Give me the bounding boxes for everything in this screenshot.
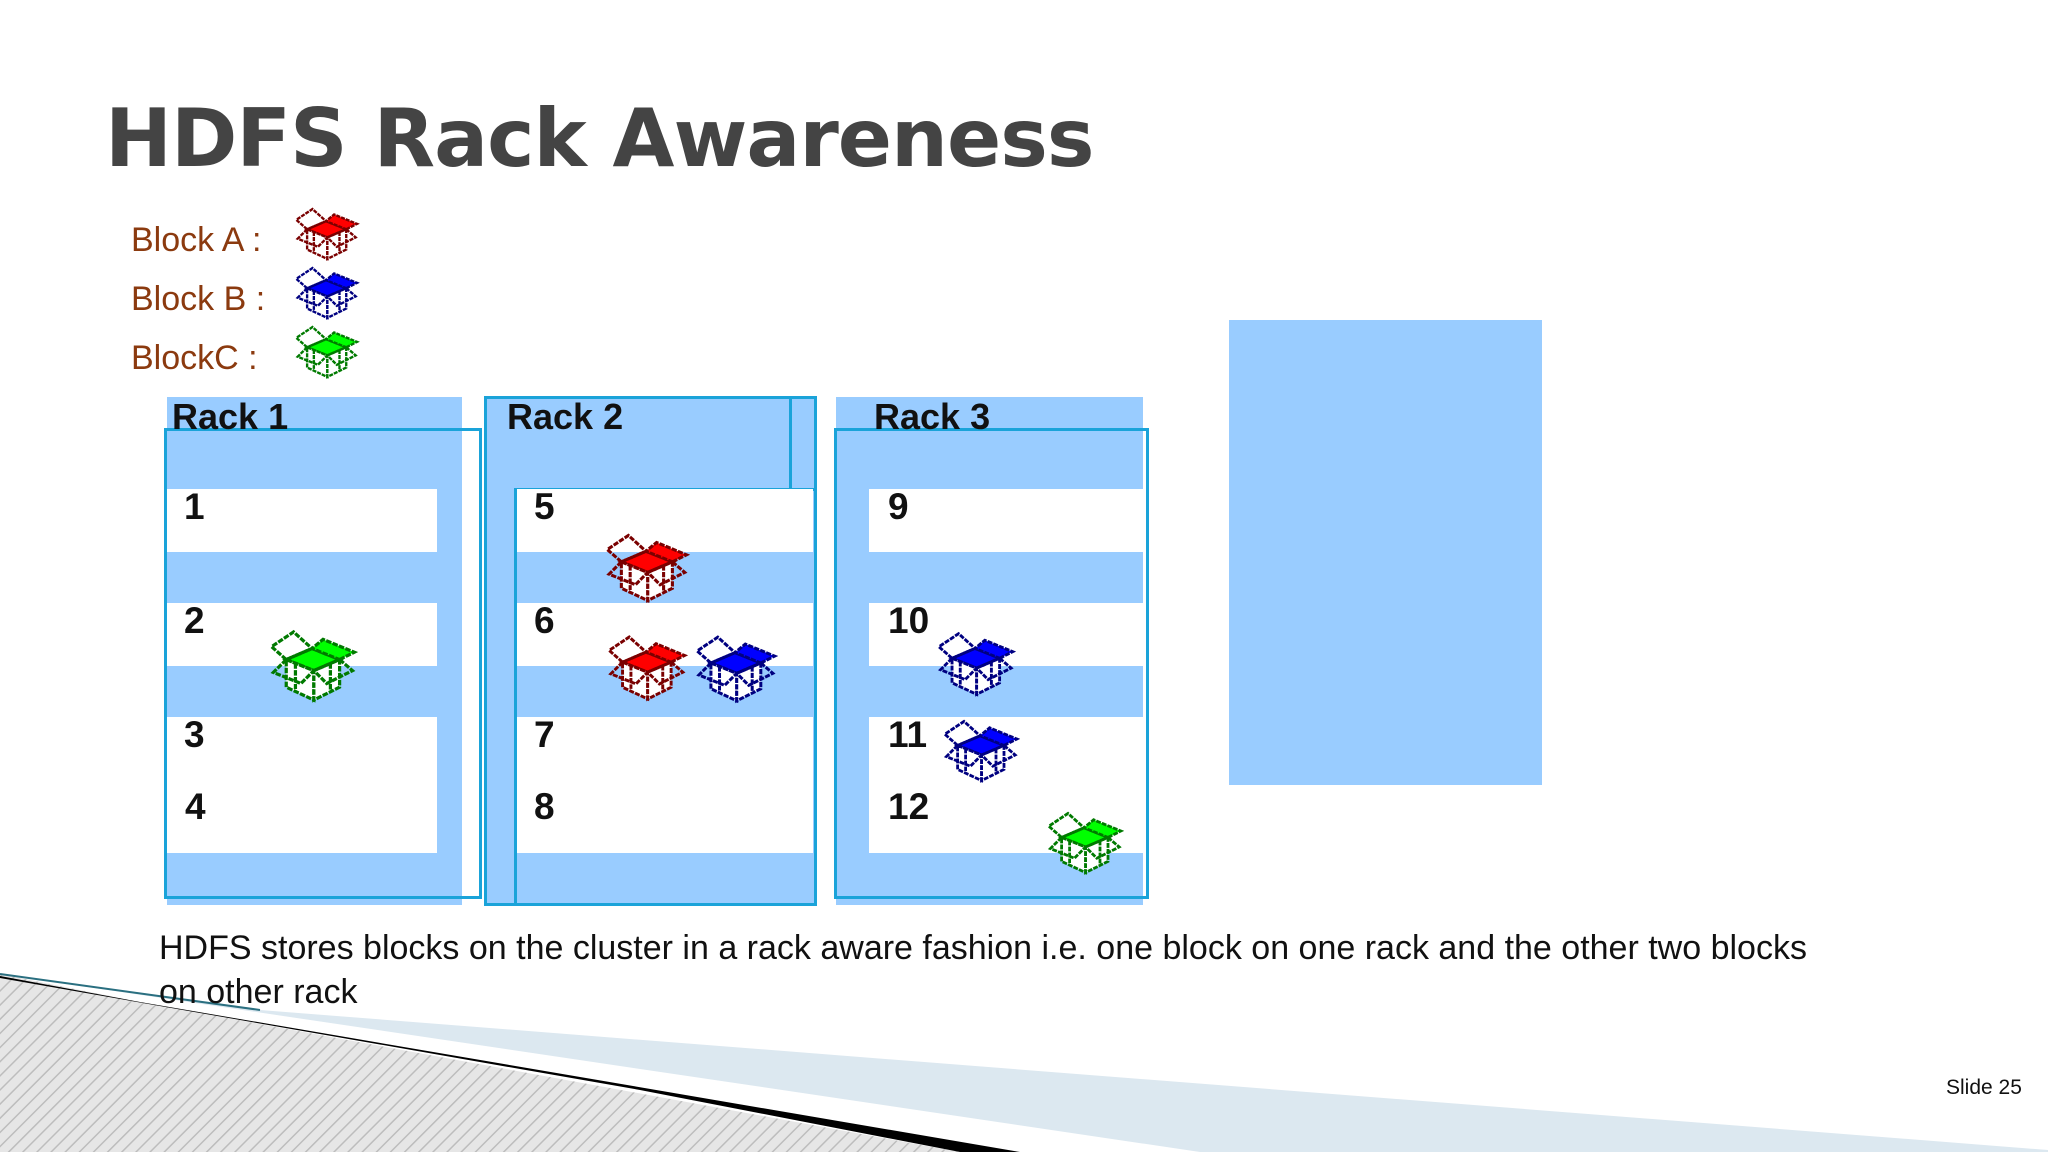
- rack-1-frame: [164, 428, 482, 899]
- rack-3-frame: [834, 428, 1149, 899]
- rack-1-label: Rack 1: [172, 396, 289, 437]
- legend-label-block-b: Block B :: [131, 280, 266, 318]
- description-text: HDFS stores blocks on the cluster in a r…: [159, 929, 1807, 1011]
- legend-label-block-c: BlockC :: [131, 339, 258, 377]
- node-4-label: 4: [185, 786, 206, 827]
- striped-band: [0, 974, 960, 1152]
- block-a-box-icon: [292, 205, 360, 263]
- rack-3-label: Rack 3: [874, 396, 991, 437]
- block-c-on-node-12-box-icon: [1044, 808, 1125, 878]
- node-5-label: 5: [534, 486, 555, 527]
- node-8-label: 8: [534, 786, 555, 827]
- empty-rack-panel: [1229, 320, 1542, 785]
- node-1-label: 1: [184, 486, 205, 527]
- rack-2-label: Rack 2: [507, 396, 624, 437]
- light-blue-band: [0, 974, 2048, 1152]
- block-a-on-node-5-box-icon: [602, 530, 691, 606]
- rack-1-node-slot: [167, 717, 437, 853]
- block-b-box-icon: [292, 264, 360, 322]
- rack-3-node-slot: [869, 489, 1143, 552]
- node-12-label: 12: [888, 786, 930, 827]
- block-b-on-node-6-box-icon: [692, 632, 779, 706]
- rack-2-node-slot: [517, 489, 813, 552]
- node-9-label: 9: [888, 486, 909, 527]
- rack-1-node-slot: [167, 489, 437, 552]
- block-c-box-icon: [292, 323, 360, 381]
- node-11-label: 11: [888, 714, 928, 755]
- slide-title: HDFS Rack Awareness: [105, 92, 1094, 185]
- teal-rule: [0, 973, 261, 1011]
- node-7-label: 7: [534, 714, 555, 755]
- node-3-label: 3: [184, 714, 205, 755]
- node-10-label: 10: [888, 600, 930, 641]
- node-6-label: 6: [534, 600, 555, 641]
- block-c-on-node-2-box-icon: [266, 626, 359, 706]
- block-a-on-node-6-box-icon: [604, 632, 689, 704]
- node-2-label: 2: [184, 600, 205, 641]
- rack-2-node-slot: [517, 717, 813, 853]
- rack-2-divider: [789, 397, 792, 489]
- block-b-on-node-11-box-icon: [940, 716, 1021, 786]
- block-b-on-node-10-box-icon: [934, 628, 1017, 700]
- legend-label-block-a: Block A :: [131, 221, 262, 259]
- slide-number: Slide 25: [1946, 1076, 2022, 1099]
